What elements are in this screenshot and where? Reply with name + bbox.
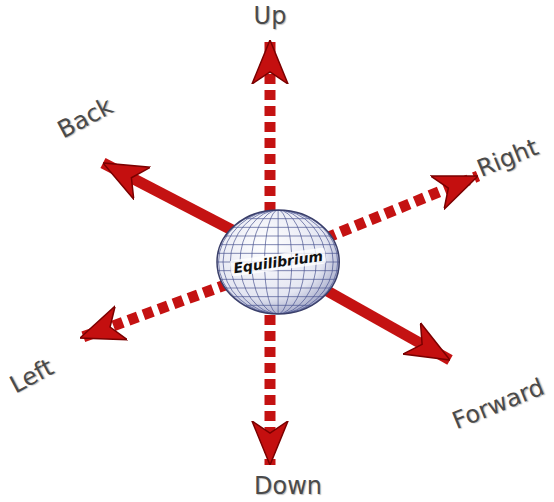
- direction-label: Forward: [448, 373, 548, 435]
- down-arrow: [265, 315, 276, 465]
- left-arrow: [80, 284, 228, 338]
- forward-arrow: [322, 288, 450, 360]
- sphere-border: [217, 210, 339, 314]
- arrow-set: [80, 40, 478, 465]
- direction-label: Right: [473, 133, 542, 183]
- direction-label: Left: [5, 353, 58, 399]
- direction-label: Down: [254, 472, 322, 500]
- right-arrow: [326, 176, 478, 238]
- direction-label: Back: [53, 92, 118, 144]
- sphere-grid: [215, 208, 341, 316]
- back-arrow: [103, 163, 232, 230]
- equilibrium-sphere: Equilibrium: [215, 208, 341, 316]
- direction-label: Up: [254, 2, 287, 30]
- up-arrow: [265, 40, 276, 212]
